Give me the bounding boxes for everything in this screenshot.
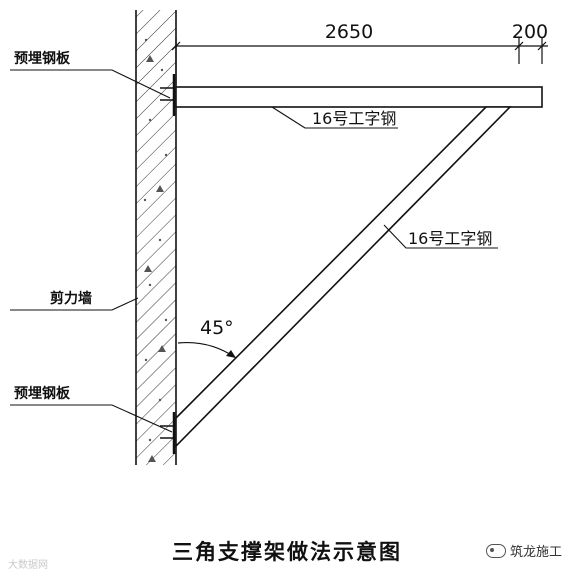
label-beam-top: 16号工字钢 xyxy=(312,109,396,128)
diagram-caption: 三角支撑架做法示意图 xyxy=(172,539,402,564)
shear-wall xyxy=(135,10,177,465)
embedded-plate-top xyxy=(160,74,176,116)
label-embedded-plate-bottom: 预埋钢板 xyxy=(14,385,71,402)
angle-indicator xyxy=(177,341,237,359)
embedded-plate-bottom xyxy=(160,412,176,454)
dimension-extension: 200 xyxy=(512,21,548,43)
diagonal-i-beam xyxy=(175,106,512,448)
label-angle: 45° xyxy=(200,317,234,339)
dimension-main: 2650 xyxy=(325,21,373,43)
wechat-icon xyxy=(485,543,506,558)
watermark-left: 大数据网 xyxy=(8,560,48,571)
label-embedded-plate-top: 预埋钢板 xyxy=(14,50,71,67)
watermark-right-text: 筑龙施工 xyxy=(509,545,562,560)
leader-lines xyxy=(10,69,498,433)
label-shear-wall: 剪力墙 xyxy=(50,290,92,307)
dimension-line xyxy=(171,38,548,84)
watermark-right: 筑龙施工 xyxy=(485,541,562,560)
concrete-texture xyxy=(143,38,168,462)
top-i-beam xyxy=(175,86,543,108)
label-beam-diagonal: 16号工字钢 xyxy=(408,229,492,248)
